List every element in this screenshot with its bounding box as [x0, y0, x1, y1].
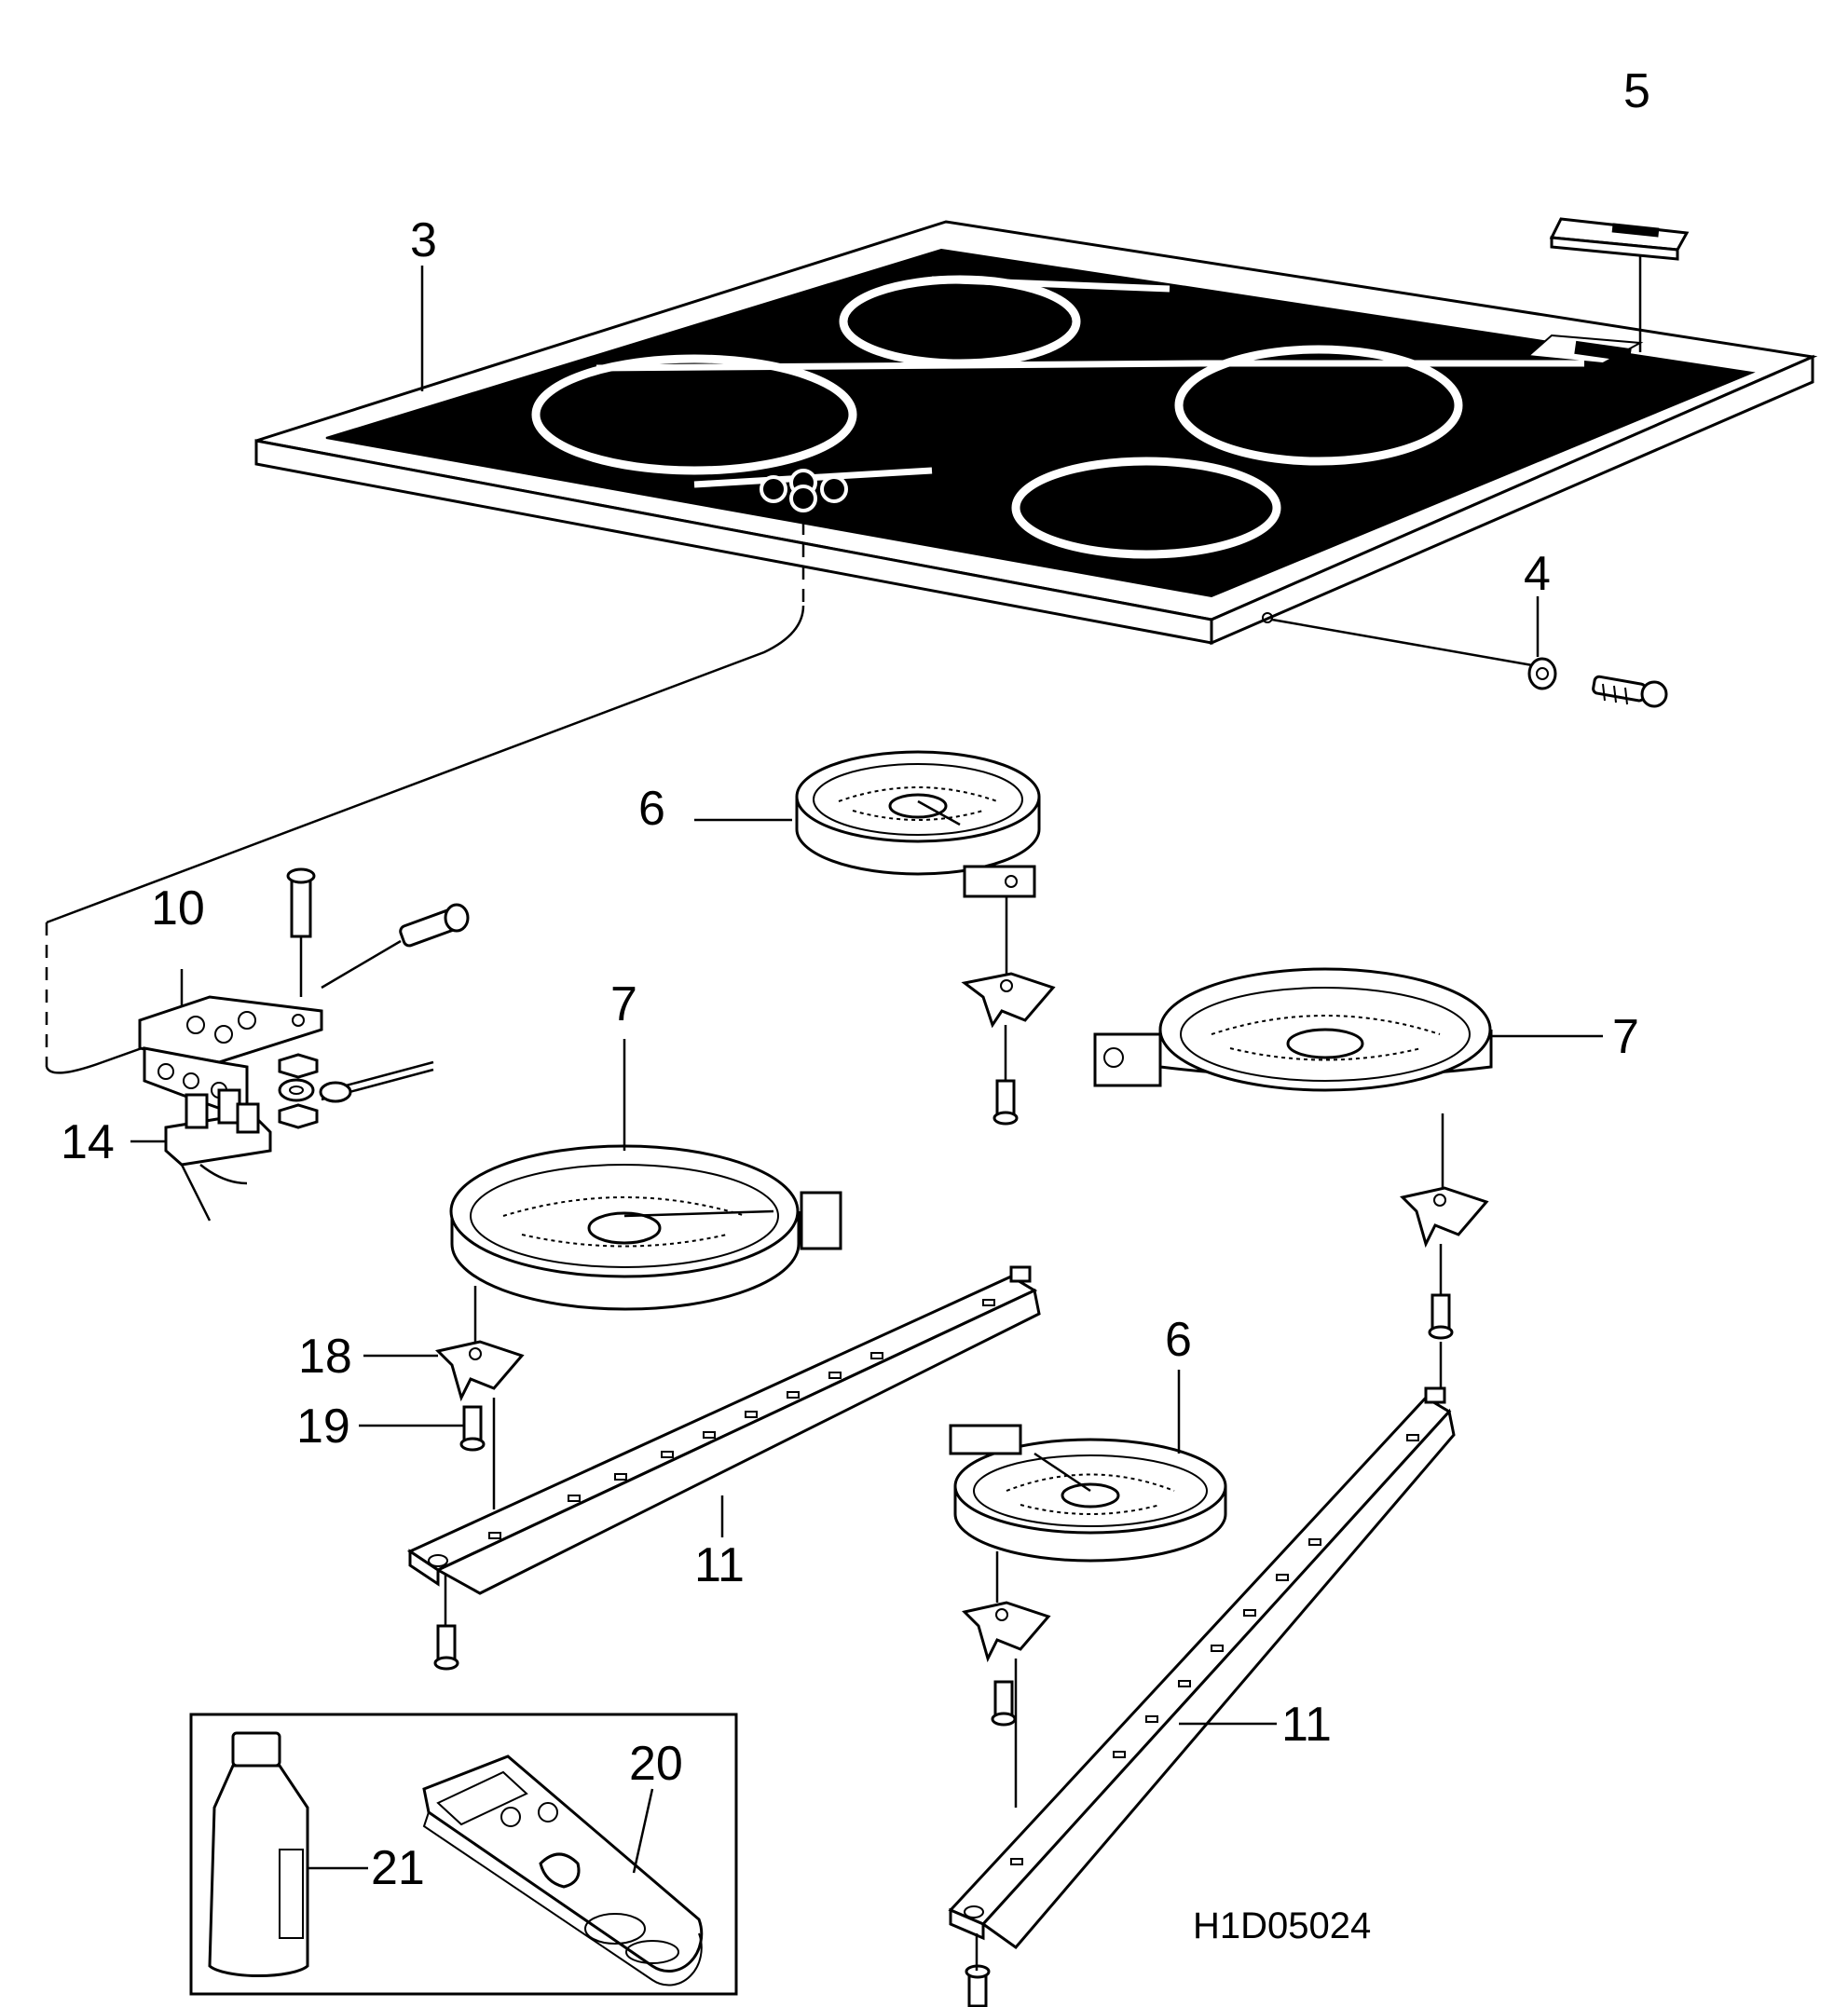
radiant-element-large-right [1093, 967, 1603, 1193]
ceramic-hob-top [45, 220, 1818, 1074]
callout-11-left: 11 [694, 1538, 745, 1592]
accessories-box [189, 1713, 738, 1996]
support-bracket [1400, 1186, 1489, 1393]
callout-11-right: 11 [1281, 1698, 1332, 1752]
drawing-code: H1D05024 [1193, 1905, 1371, 1946]
callout-3: 3 [410, 213, 437, 267]
callout-7-right: 7 [1612, 1010, 1639, 1064]
callout-5: 5 [1623, 64, 1650, 118]
callout-19: 19 [296, 1399, 350, 1454]
support-bracket-18 [363, 1340, 525, 1402]
scraper-tool-20 [422, 1754, 704, 1987]
callout-18: 18 [298, 1330, 352, 1384]
connector-block-14 [130, 1088, 272, 1222]
callout-7-left: 7 [610, 977, 637, 1031]
radiant-element-small-bottom [949, 1370, 1227, 1603]
radiant-element-large-left [449, 1039, 842, 1346]
callout-4: 4 [1524, 547, 1551, 601]
callout-20: 20 [629, 1737, 683, 1791]
radiant-element-small-top [694, 750, 1041, 974]
fixing-screw-and-washer [1527, 596, 1668, 708]
glass-panel [325, 248, 1756, 598]
callout-6-top: 6 [638, 782, 665, 836]
mounting-rail-right [948, 1386, 1456, 2007]
control-knob-insert [1549, 217, 1690, 352]
mounting-rail-left [406, 1265, 1041, 1671]
cooking-zone [1011, 457, 1281, 559]
screw-19 [359, 1398, 496, 1509]
support-bracket [962, 1601, 1051, 1808]
cooking-zone [1174, 345, 1463, 466]
callout-10: 10 [151, 881, 205, 935]
callout-21: 21 [371, 1841, 425, 1895]
callout-6-bottom: 6 [1165, 1313, 1192, 1367]
cooking-zone [531, 354, 857, 475]
cooking-zone [839, 275, 1081, 368]
callout-14: 14 [61, 1115, 115, 1169]
support-bracket [961, 972, 1056, 1126]
cleaner-bottle-21 [208, 1731, 368, 1978]
terminal-block-bracket-10 [138, 867, 470, 1129]
